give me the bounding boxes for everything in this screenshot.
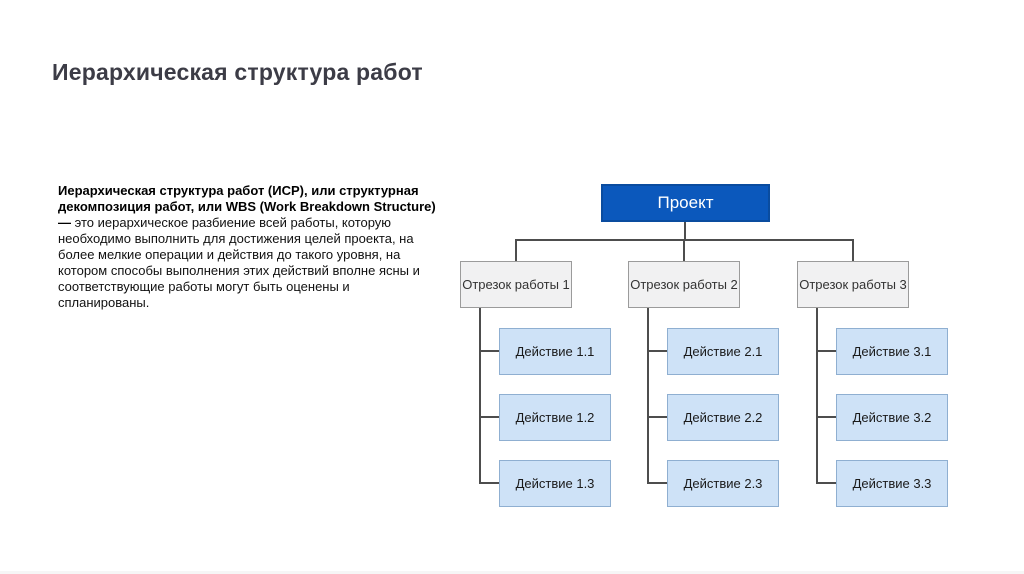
description-body: это иерархическое разбиение всей работы,… <box>58 215 420 310</box>
connector-vertical-branch-2 <box>647 308 649 484</box>
node-work-segment-2: Отрезок работы 2 <box>628 261 740 308</box>
connector-vertical-branch-1 <box>479 308 481 484</box>
node-action-1-3: Действие 1.3 <box>499 460 611 507</box>
node-action-3-1: Действие 3.1 <box>836 328 948 375</box>
connector-stub-3-2 <box>816 416 836 418</box>
description-paragraph: Иерархическая структура работ (ИСР), или… <box>58 183 438 311</box>
node-action-3-3: Действие 3.3 <box>836 460 948 507</box>
slide-bottom-edge <box>0 571 1024 574</box>
connector-stub-3-3 <box>816 482 836 484</box>
connector-stub-1-2 <box>479 416 499 418</box>
connector-stub-2-3 <box>647 482 667 484</box>
connector-stub-1-1 <box>479 350 499 352</box>
node-project: Проект <box>601 184 770 222</box>
node-work-segment-1: Отрезок работы 1 <box>460 261 572 308</box>
connector-stub-2-1 <box>647 350 667 352</box>
connector-drop-branch-2 <box>683 239 685 261</box>
page-title: Иерархическая структура работ <box>52 59 423 86</box>
connector-stub-1-3 <box>479 482 499 484</box>
node-work-segment-3: Отрезок работы 3 <box>797 261 909 308</box>
connector-stub-2-2 <box>647 416 667 418</box>
node-action-2-1: Действие 2.1 <box>667 328 779 375</box>
connector-vertical-branch-3 <box>816 308 818 484</box>
node-action-1-2: Действие 1.2 <box>499 394 611 441</box>
node-action-3-2: Действие 3.2 <box>836 394 948 441</box>
node-action-1-1: Действие 1.1 <box>499 328 611 375</box>
connector-drop-branch-1 <box>515 239 517 261</box>
description-lead-bold: Иерархическая структура работ (ИСР), или… <box>58 183 436 230</box>
connector-root-drop <box>684 222 686 240</box>
node-action-2-3: Действие 2.3 <box>667 460 779 507</box>
connector-drop-branch-3 <box>852 239 854 261</box>
node-action-2-2: Действие 2.2 <box>667 394 779 441</box>
connector-stub-3-1 <box>816 350 836 352</box>
